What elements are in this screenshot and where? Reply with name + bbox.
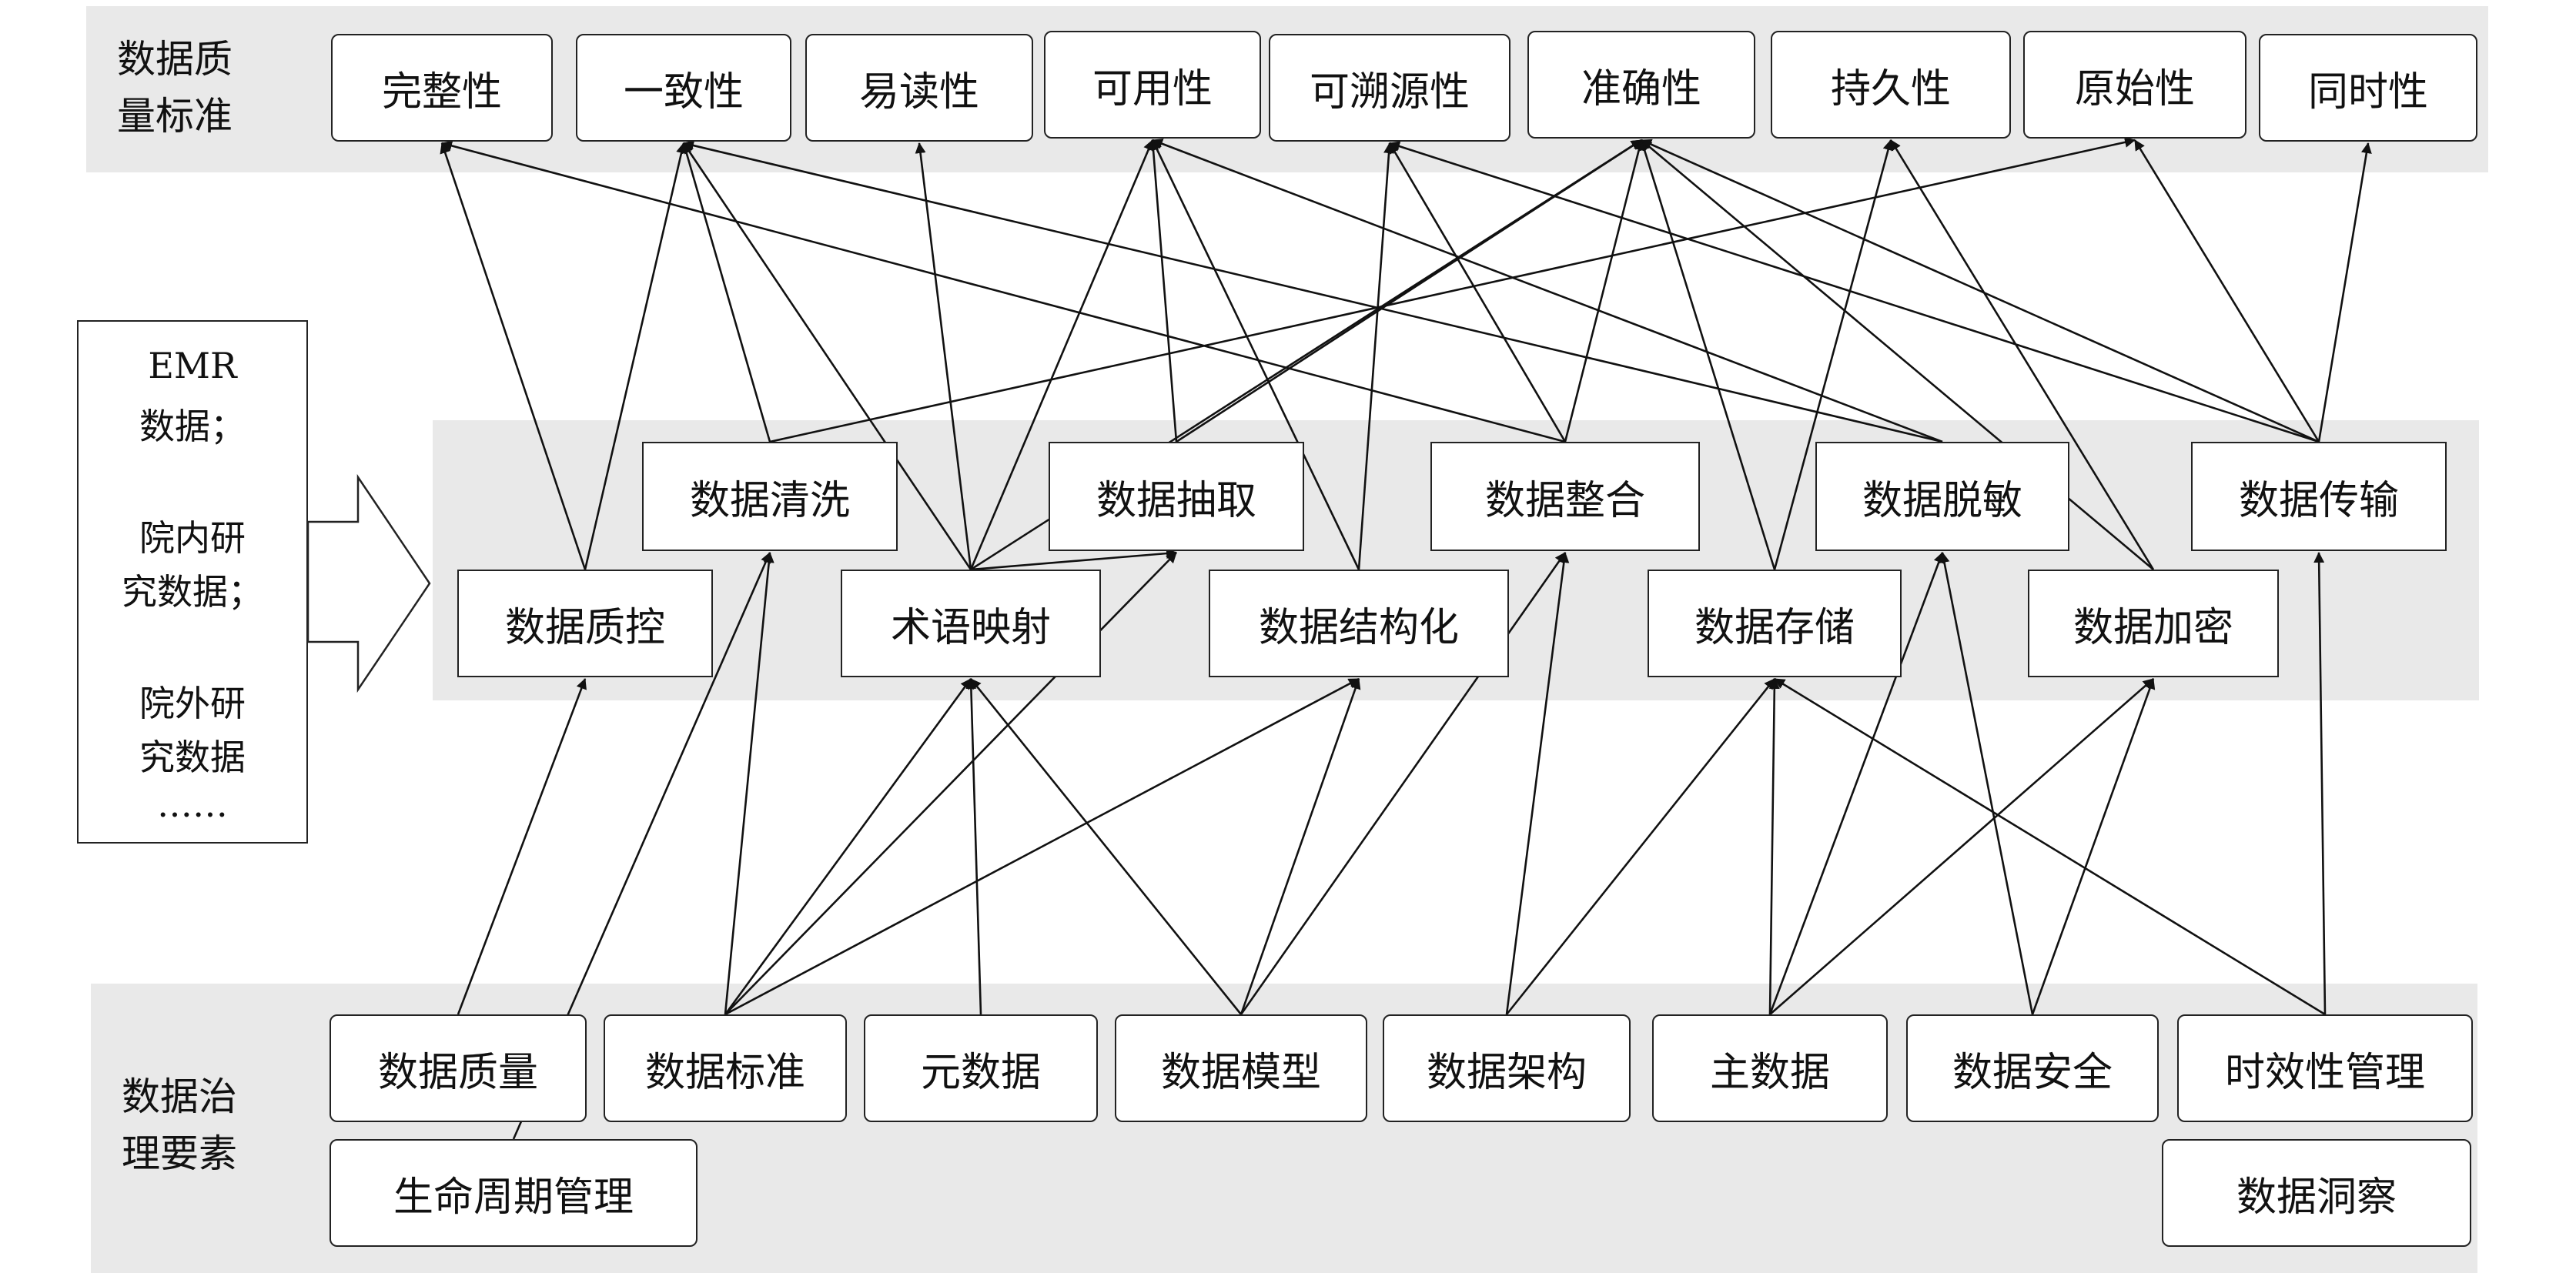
connector-arrow (681, 142, 771, 443)
element-label: 数据安全 (1952, 1049, 2113, 1096)
source-line: EMR (148, 345, 237, 386)
element-box: 时效性管理 (2177, 1014, 2473, 1122)
connector-arrow (2031, 678, 2156, 1015)
connector-arrow (965, 678, 982, 1015)
element-box: 主数据 (1652, 1014, 1888, 1122)
element-box: 数据模型 (1115, 1014, 1367, 1122)
connector-arrow (1152, 139, 1943, 443)
element-box: 数据洞察 (2162, 1139, 2471, 1247)
connector-arrow (2133, 139, 2320, 443)
source-line: 数据； (139, 406, 246, 447)
quality-box: 可溯源性 (1269, 34, 1510, 142)
quality-label: 持久性 (1830, 65, 1951, 112)
quality-label: 易读性 (858, 68, 979, 115)
quality-label: 可溯源性 (1309, 68, 1470, 115)
connector-arrow (969, 678, 1243, 1015)
connector-arrow (457, 678, 587, 1015)
quality-label: 准确性 (1581, 65, 1701, 112)
process-label: 数据存储 (1694, 604, 1855, 651)
element-label: 数据质量 (377, 1049, 538, 1096)
process-box: 数据存储 (1648, 570, 1902, 677)
element-label: 元数据 (920, 1049, 1041, 1096)
governance-elements-label-line: 数据治 (122, 1074, 237, 1119)
input-flow-arrow (306, 473, 431, 693)
element-label: 主数据 (1709, 1049, 1830, 1096)
data-source-box: EMR 数据； 院内研 究数据； 院外研 究数据 …… (77, 320, 308, 844)
process-label: 数据质控 (504, 604, 665, 651)
quality-standard-label-line: 量标准 (117, 94, 233, 139)
element-box: 数据架构 (1383, 1014, 1631, 1122)
connector-arrow (1239, 678, 1361, 1015)
connector-arrow (1389, 141, 2320, 443)
element-label: 数据洞察 (2236, 1174, 2397, 1221)
element-label: 数据模型 (1160, 1049, 1321, 1096)
source-line: 院外研 (139, 683, 246, 724)
element-box: 元数据 (864, 1014, 1098, 1122)
connector-arrow (1774, 677, 2326, 1016)
connector-arrow (683, 140, 1943, 443)
quality-label: 同时性 (2307, 68, 2428, 115)
connector-arrow (1768, 678, 1780, 1015)
quality-box: 同时性 (2259, 34, 2477, 142)
element-label: 数据架构 (1426, 1049, 1587, 1096)
process-box: 数据结构化 (1209, 570, 1509, 677)
quality-label: 完整性 (381, 68, 502, 115)
quality-box: 准确性 (1527, 31, 1755, 139)
process-label: 术语映射 (890, 604, 1051, 651)
process-box: 数据清洗 (642, 442, 898, 551)
quality-standard-label: 数据质 量标准 (117, 31, 233, 145)
quality-standard-label-line: 数据质 (117, 37, 233, 82)
connector-arrow (1148, 139, 1178, 443)
process-label: 数据整合 (1484, 477, 1645, 524)
quality-label: 可用性 (1092, 65, 1213, 112)
process-label: 数据清洗 (689, 477, 850, 524)
quality-box: 可用性 (1044, 31, 1261, 139)
process-box: 数据质控 (457, 570, 713, 677)
element-label: 时效性管理 (2224, 1049, 2425, 1096)
source-line: 究数据 (139, 737, 246, 778)
process-label: 数据脱敏 (1862, 477, 2022, 524)
process-label: 数据结构化 (1258, 604, 1459, 651)
quality-box: 原始性 (2023, 31, 2246, 139)
connector-arrow (441, 140, 1566, 443)
source-line: 院内研 (139, 517, 246, 559)
connector-arrow (1176, 139, 1642, 443)
quality-box: 持久性 (1771, 31, 2011, 139)
source-line: 究数据； (122, 571, 263, 613)
element-label: 生命周期管理 (393, 1174, 634, 1221)
process-box: 数据抽取 (1049, 442, 1304, 551)
process-label: 数据传输 (2238, 477, 2399, 524)
process-label: 数据抽取 (1096, 477, 1256, 524)
quality-box: 完整性 (331, 34, 553, 142)
quality-box: 一致性 (576, 34, 791, 142)
governance-elements-label: 数据治 理要素 (122, 1068, 237, 1182)
process-box: 数据脱敏 (1815, 442, 2069, 551)
connector-arrow (769, 136, 2136, 443)
quality-box: 易读性 (805, 34, 1033, 142)
connector-arrow (1564, 139, 1644, 443)
connector-arrow (724, 678, 972, 1015)
process-box: 术语映射 (841, 570, 1101, 677)
process-label: 数据加密 (2073, 604, 2233, 651)
element-box: 数据标准 (604, 1014, 847, 1122)
element-box: 数据安全 (1906, 1014, 2159, 1122)
element-label: 数据标准 (644, 1049, 805, 1096)
connector-arrow (724, 677, 1360, 1016)
connector-arrow (1769, 678, 2154, 1015)
process-box: 数据整合 (1430, 442, 1700, 551)
connector-arrow (1388, 142, 1567, 443)
connector-arrow (2317, 142, 2372, 443)
connector-arrow (1641, 139, 2320, 443)
process-box: 数据加密 (2028, 570, 2279, 677)
quality-label: 一致性 (623, 68, 744, 115)
quality-label: 原始性 (2074, 65, 2195, 112)
process-box: 数据传输 (2191, 442, 2447, 551)
governance-elements-label-line: 理要素 (122, 1131, 237, 1176)
element-box: 生命周期管理 (330, 1139, 698, 1247)
connector-arrow (1505, 678, 1776, 1015)
element-box: 数据质量 (330, 1014, 587, 1122)
source-line: …… (157, 784, 228, 825)
